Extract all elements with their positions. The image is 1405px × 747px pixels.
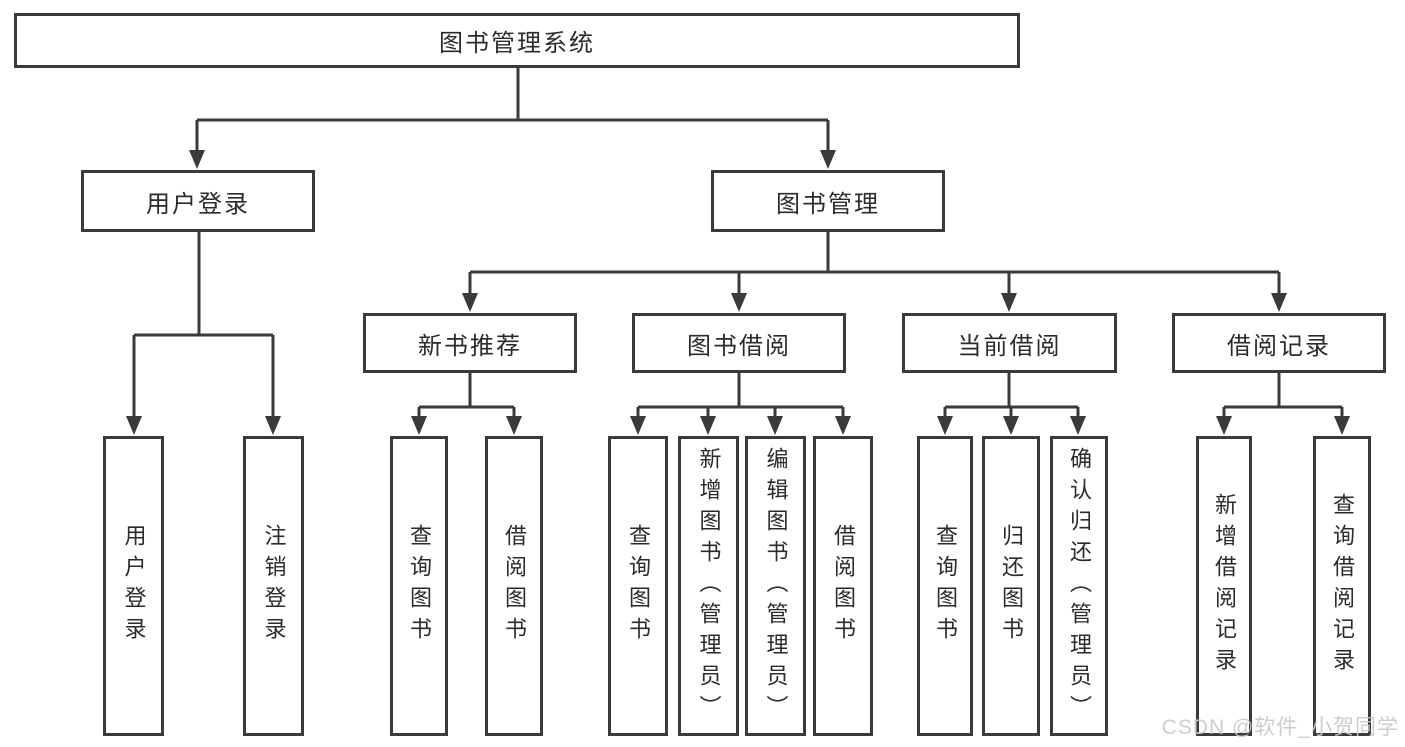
leaf-query-books-recommend: 查询图书 bbox=[390, 436, 448, 736]
node-borrow-records: 借阅记录 bbox=[1172, 313, 1386, 373]
leaf-borrow-books-borrowing: 借阅图书 bbox=[813, 436, 873, 736]
leaf-add-borrow-record: 新增借阅记录 bbox=[1196, 436, 1252, 736]
node-library-management-system: 图书管理系统 bbox=[14, 13, 1020, 68]
leaf-query-books-borrowing: 查询图书 bbox=[608, 436, 668, 736]
leaf-query-borrow-record: 查询借阅记录 bbox=[1313, 436, 1371, 736]
leaf-logout-login: 注销登录 bbox=[243, 436, 304, 736]
leaf-confirm-return-admin: 确认归还（管理员） bbox=[1050, 436, 1108, 736]
leaf-user-login: 用户登录 bbox=[103, 436, 164, 736]
node-current-borrowing: 当前借阅 bbox=[902, 313, 1117, 373]
csdn-watermark: CSDN @软件_小贺同学 bbox=[1161, 716, 1399, 739]
leaf-edit-book-admin: 编辑图书（管理员） bbox=[745, 436, 806, 736]
node-book-management: 图书管理 bbox=[711, 170, 945, 232]
node-book-borrowing: 图书借阅 bbox=[632, 313, 846, 373]
leaf-query-books-current: 查询图书 bbox=[917, 436, 973, 736]
leaf-return-books: 归还图书 bbox=[982, 436, 1040, 736]
leaf-borrow-books-recommend: 借阅图书 bbox=[485, 436, 543, 736]
leaf-add-book-admin: 新增图书（管理员） bbox=[678, 436, 739, 736]
node-new-book-recommend: 新书推荐 bbox=[363, 313, 577, 373]
node-user-login: 用户登录 bbox=[81, 170, 315, 232]
